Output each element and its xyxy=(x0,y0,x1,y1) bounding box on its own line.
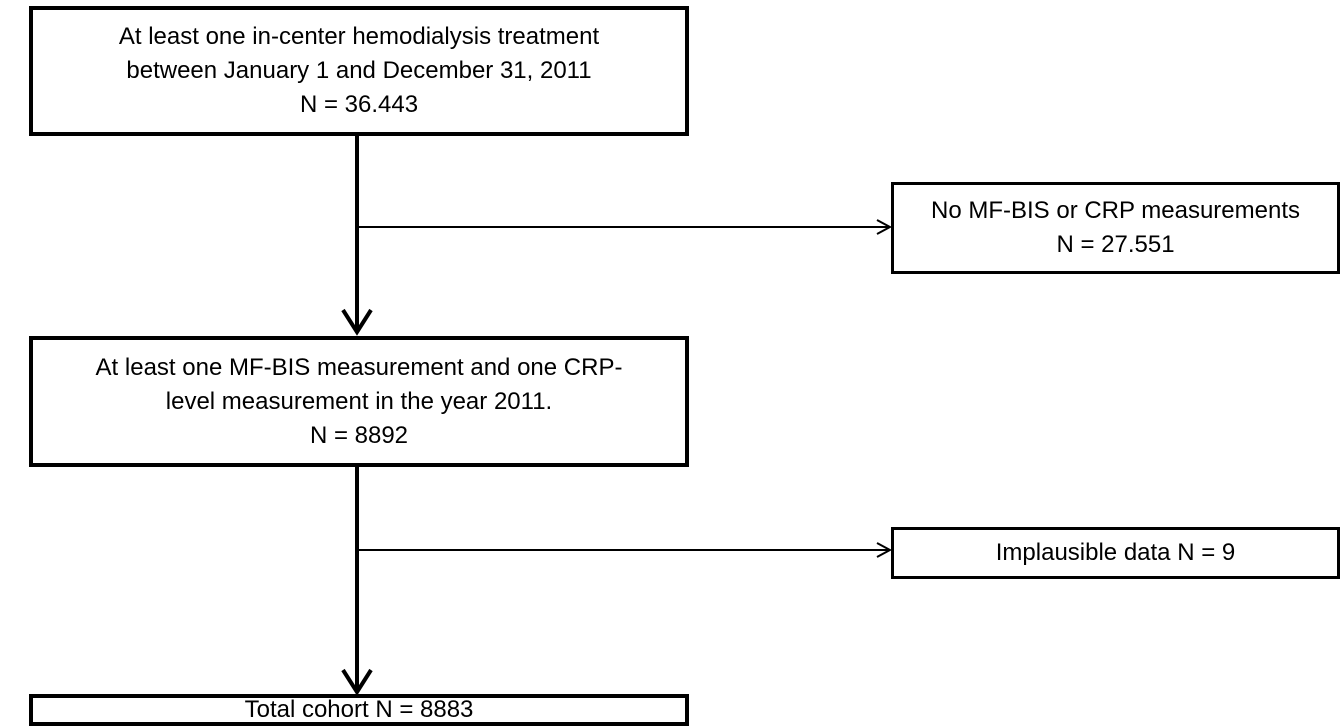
arrow-side-1-head xyxy=(876,219,893,235)
box-middle: At least one MF-BIS measurement and one … xyxy=(29,336,689,467)
box-excluded-1-line-2: N = 27.551 xyxy=(1056,231,1175,258)
box-start-line-3: N = 36.443 xyxy=(299,91,419,118)
box-middle-line-3: N = 8892 xyxy=(309,421,409,449)
box-start: At least one in-center hemodialysis trea… xyxy=(29,6,689,136)
arrow-main-1-head xyxy=(341,308,373,336)
box-start-line-1: At least one in-center hemodialysis trea… xyxy=(118,23,600,50)
arrow-side-2-head xyxy=(876,542,893,558)
box-excluded-implausible: Implausible data N = 9 xyxy=(891,527,1340,579)
box-excluded-1-line-1: No MF-BIS or CRP measurements xyxy=(931,197,1300,224)
box-middle-line-2: level measurement in the year 2011. xyxy=(165,387,553,415)
arrow-main-2-head xyxy=(341,668,373,696)
box-final-line-1: Total cohort N = 8883 xyxy=(244,696,474,723)
box-excluded-2-line-1: Implausible data N = 9 xyxy=(995,539,1236,566)
box-excluded-no-measurements: No MF-BIS or CRP measurements N = 27.551 xyxy=(891,182,1340,274)
box-middle-line-1: At least one MF-BIS measurement and one … xyxy=(95,353,623,381)
box-final: Total cohort N = 8883 xyxy=(29,694,689,726)
box-start-line-2: between January 1 and December 31, 2011 xyxy=(126,57,592,84)
